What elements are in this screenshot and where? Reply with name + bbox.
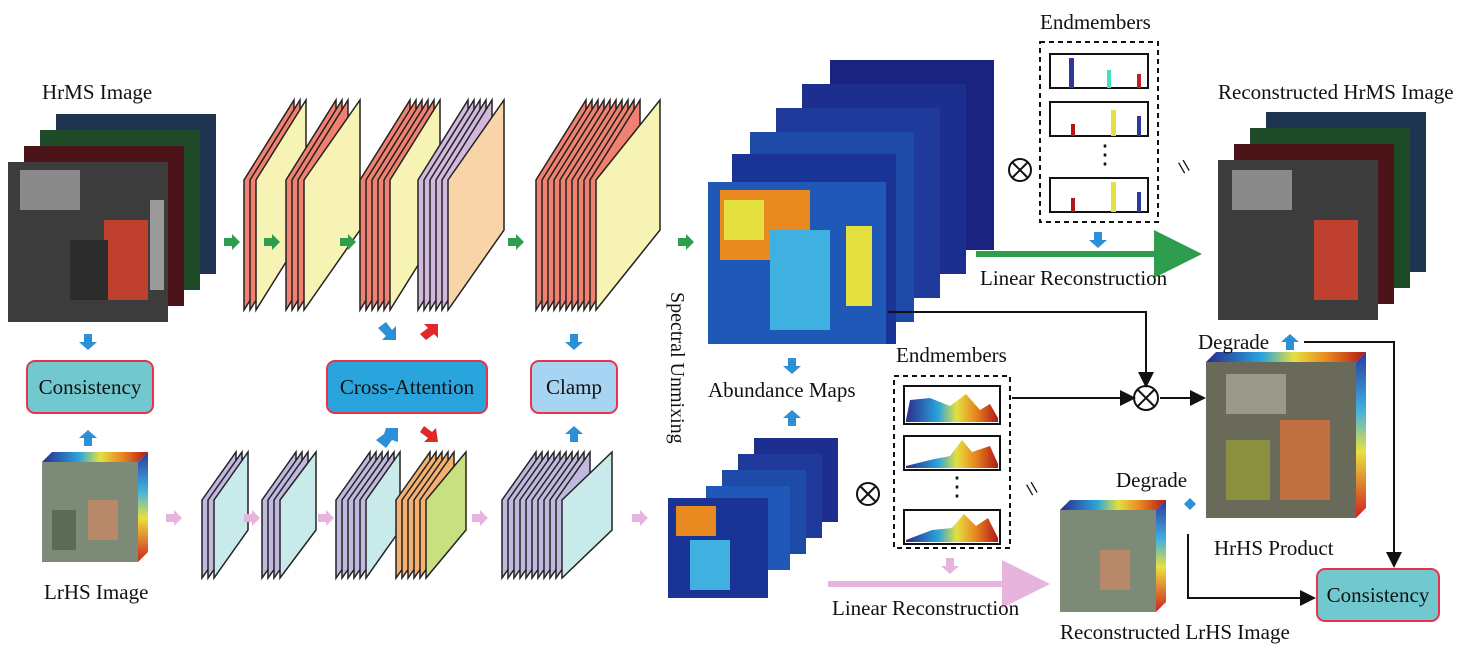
otimes-top [1008, 158, 1032, 182]
linear-reconstruction-bottom-label: Linear Reconstruction [832, 596, 1020, 620]
connector-lines [888, 311, 1402, 606]
spectral-unmixing-label: Spectral Unmixing [666, 292, 688, 444]
otimes-bottom [856, 482, 880, 506]
hrms-feature-block-4 [535, 97, 661, 313]
cross-attention-arrows [376, 322, 438, 448]
consistency-module-right: Consistency [1316, 568, 1440, 622]
lrhs-image-label: LrHS Image [44, 580, 149, 604]
clamp-module: Clamp [530, 360, 618, 414]
lrhs-feature-block-1 [201, 449, 249, 581]
reconstructed-lrhs-label: Reconstructed LrHS Image [1060, 620, 1290, 644]
reconstructed-lrhs-cube [1060, 500, 1166, 612]
reconstructed-hrms-stack [1218, 112, 1426, 320]
blue-arrows [79, 232, 1299, 510]
hrms-feature-block-1 [243, 97, 307, 313]
endmembers-middle-panel [893, 375, 1011, 549]
endmembers-middle-ellipsis: ⋮ [944, 472, 970, 501]
hrms-feature-block-3 [359, 97, 441, 313]
consistency-module-left: Consistency [26, 360, 154, 414]
lrhs-image-cube [42, 452, 148, 562]
green-flow-arrows [224, 234, 694, 250]
attention-feature-block-bottom [395, 449, 467, 581]
endmembers-middle-label: Endmembers [896, 343, 1007, 367]
hrms-image-label: HrMS Image [42, 80, 153, 104]
hrms-image-stack [8, 114, 216, 322]
hrhs-product-label: HrHS Product [1214, 536, 1334, 560]
otimes-fusion [1133, 385, 1159, 411]
linear-reconstruction-top-label: Linear Reconstruction [980, 266, 1168, 290]
endmembers-top-ellipsis: ⋮ [1092, 140, 1118, 169]
abundance-maps-label: Abundance Maps [708, 378, 856, 402]
endmembers-top-label: Endmembers [1040, 10, 1151, 34]
degrade-top-label: Degrade [1198, 330, 1270, 354]
endmember-bottom-down-arrow [941, 558, 959, 574]
abundance-maps-lr [668, 438, 838, 598]
pink-flow-arrows [166, 510, 648, 526]
attention-feature-block-top [417, 97, 505, 313]
cross-attention-module: Cross-Attention [326, 360, 488, 414]
abundance-maps-hr [708, 60, 994, 344]
lrhs-feature-block-3 [335, 449, 401, 581]
endmembers-top-panel [1039, 41, 1159, 223]
hrms-feature-block-2 [285, 97, 361, 313]
lrhs-feature-block-2 [261, 449, 317, 581]
hrhs-product-cube [1206, 352, 1366, 518]
degrade-bottom-label: Degrade [1116, 468, 1188, 492]
lrhs-feature-block-4 [501, 449, 613, 581]
reconstructed-hrms-label: Reconstructed HrMS Image [1218, 80, 1454, 104]
